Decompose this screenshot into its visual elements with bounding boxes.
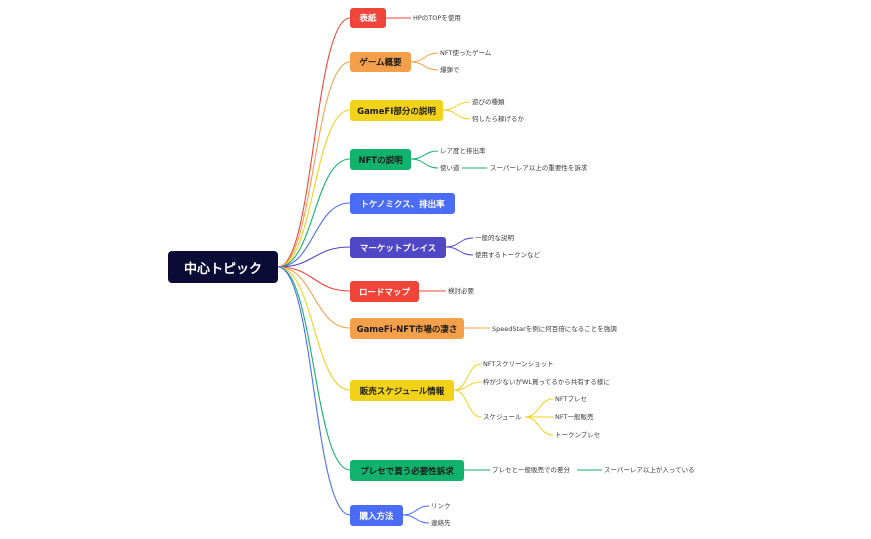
branch-presale-necessity[interactable]: プレセで買う必要性訴求 (350, 460, 464, 481)
leaf-usage[interactable]: 使い道 (440, 164, 460, 172)
leaf-play-types[interactable]: 遊びの種類 (472, 98, 505, 106)
child-line (524, 398, 554, 418)
child-line (410, 52, 439, 63)
branch-game-overview[interactable]: ゲーム概要 (350, 52, 411, 72)
leaf-bomb[interactable]: 爆弾で (440, 66, 460, 74)
leaf-wl-share[interactable]: 枠が少ないがWL買ってるから共有する様に (483, 378, 610, 386)
leaf-nft-presale[interactable]: NFTプレセ (555, 395, 587, 403)
child-line (453, 381, 482, 391)
child-line (442, 101, 471, 111)
branch-nft-explanation[interactable]: NFTの説明 (350, 149, 411, 170)
child-line (524, 416, 554, 436)
root-to-branch-line (277, 246, 351, 268)
leaf-rarity-rate[interactable]: レア度と排出率 (440, 147, 486, 155)
root-to-branch-line (277, 109, 351, 268)
leaf-speedstar[interactable]: SpeedStarを例に何百倍になることを強調 (492, 325, 617, 333)
leaf-nft-screenshot[interactable]: NFTスクリーンショット (483, 360, 554, 368)
leaf-token-presale[interactable]: トークンプレセ (555, 431, 601, 439)
root-to-branch-line (277, 266, 351, 516)
root-to-branch-line (277, 17, 351, 268)
leaf-nft-public-sale[interactable]: NFT一般販売 (555, 413, 594, 421)
leaf-needs-review[interactable]: 検討必要 (448, 287, 474, 295)
root-to-branch-line (277, 61, 351, 268)
leaf-schedule[interactable]: スケジュール (483, 413, 522, 421)
branch-purchase-method[interactable]: 購入方法 (350, 505, 403, 526)
leaf-presale-difference[interactable]: プレセと一般販売での差分 (492, 466, 570, 474)
child-line (402, 514, 430, 524)
child-line (402, 505, 430, 516)
child-line (410, 61, 439, 71)
leaf-general-explanation[interactable]: 一般的な説明 (475, 234, 514, 242)
child-line (445, 237, 474, 248)
root-to-branch-line (277, 266, 351, 471)
child-line (445, 246, 474, 256)
root-to-branch-line (277, 266, 351, 292)
branch-gamefi-explanation[interactable]: GameFI部分の説明 (350, 100, 443, 121)
leaf-link[interactable]: リンク (431, 502, 451, 510)
branch-sales-schedule[interactable]: 販売スケジュール情報 (350, 380, 454, 401)
leaf-contact[interactable]: 連絡先 (431, 519, 451, 527)
branch-cover[interactable]: 表紙 (350, 8, 386, 28)
branch-marketplace[interactable]: マーケットプレイス (350, 237, 446, 258)
leaf-super-rare-importance[interactable]: スーパーレア以上の重要性を訴求 (490, 164, 588, 172)
child-line (410, 150, 439, 160)
leaf-hp-top[interactable]: HPのTOPを使用 (413, 14, 461, 22)
branch-tokenomics[interactable]: トケノミクス、排出率 (350, 193, 455, 214)
root-to-branch-line (277, 266, 351, 391)
leaf-super-rare-included[interactable]: スーパーレア以上が入っている (604, 466, 695, 474)
child-line (453, 363, 482, 391)
child-line (453, 389, 482, 418)
root-to-branch-line (277, 202, 351, 268)
root-to-branch-line (277, 158, 351, 268)
child-line (442, 109, 471, 120)
branch-market-greatness[interactable]: GameFi-NFT市場の凄さ (350, 318, 464, 339)
leaf-tokens-used[interactable]: 使用するトークンなど (475, 251, 540, 259)
root-to-branch-line (277, 266, 351, 329)
branch-roadmap[interactable]: ロードマップ (350, 281, 419, 302)
leaf-how-to-earn[interactable]: 何したら稼げるか (472, 115, 524, 123)
root-topic[interactable]: 中心トピック (168, 251, 278, 283)
child-line (410, 158, 439, 169)
leaf-nft-game[interactable]: NFT使ったゲーム (440, 49, 492, 57)
